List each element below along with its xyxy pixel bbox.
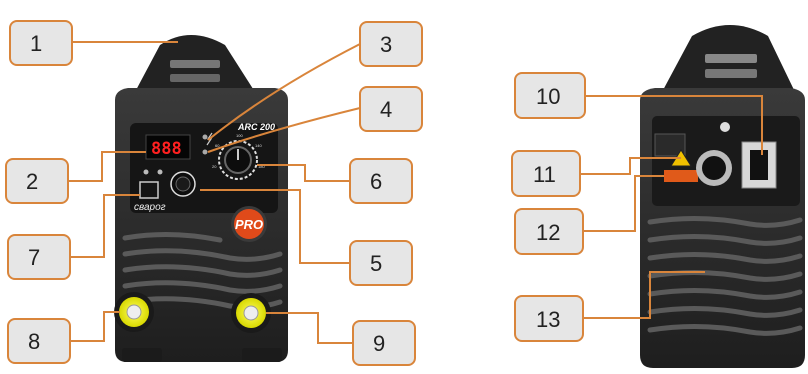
callout-number: 13: [536, 307, 560, 332]
callout-number: 1: [30, 31, 42, 56]
leader-line-6: [257, 164, 350, 182]
foot: [242, 348, 282, 362]
mode-button[interactable]: [139, 181, 159, 199]
power-indicator-led: [202, 134, 208, 140]
callout-number: 6: [370, 169, 382, 194]
power-cable-inlet: [702, 156, 726, 180]
rear-unit: [640, 25, 805, 368]
leader-line-3: [207, 43, 361, 141]
scale-mark: 60: [215, 143, 220, 148]
mode-led: [157, 169, 163, 175]
callout-number: 8: [28, 329, 40, 354]
power-switch-icon[interactable]: [750, 150, 768, 180]
callout-13: 13: [514, 295, 584, 342]
leader-line-5: [200, 189, 350, 264]
leader-line-8: [70, 311, 120, 342]
callout-number: 12: [536, 220, 560, 245]
leader-line-2: [68, 151, 146, 182]
callout-3: 3: [359, 21, 423, 67]
leader-lines: [68, 41, 763, 344]
callout-number: 2: [26, 169, 38, 194]
warning-label: [664, 170, 698, 182]
callout-number: 9: [373, 331, 385, 356]
foot: [122, 348, 162, 362]
pro-badge-label: PRO: [235, 217, 263, 232]
callout-12: 12: [514, 208, 584, 255]
handle-grip: [170, 60, 220, 68]
callout-1: 1: [9, 20, 73, 66]
callout-number: 10: [536, 84, 560, 109]
callout-8: 8: [7, 318, 71, 364]
handle-grip: [705, 54, 757, 63]
brand-label: сварог: [134, 202, 166, 213]
callout-number: 4: [380, 97, 392, 122]
callout-6: 6: [349, 158, 413, 204]
terminal-socket: [243, 305, 259, 321]
callout-5: 5: [349, 240, 413, 286]
pro-badge: [234, 209, 264, 239]
callout-number: 3: [380, 32, 392, 57]
callout-number: 11: [533, 162, 556, 187]
leader-line-10: [585, 95, 763, 155]
current-scale: [218, 140, 258, 180]
callout-2: 2: [5, 158, 69, 204]
vent-grille-icon: [647, 215, 803, 336]
callout-10: 10: [514, 72, 586, 119]
leader-line-4: [207, 107, 361, 153]
display-digits: 888: [151, 139, 182, 159]
scale-mark: 140: [255, 143, 262, 148]
scale-mark: 100: [236, 133, 243, 138]
callout-number: 7: [28, 245, 40, 270]
leader-line-12: [583, 175, 664, 232]
rating-plate: [654, 133, 686, 157]
scale-mark: 180: [258, 164, 265, 169]
callout-7: 7: [7, 234, 71, 280]
handle-grip: [705, 69, 757, 78]
model-label: ARC 200: [237, 122, 275, 132]
callout-number: 5: [370, 251, 382, 276]
vent-grille-icon: [122, 231, 283, 310]
overheat-indicator-led: [202, 149, 208, 155]
leader-line-9: [266, 312, 353, 344]
handle-grip: [170, 74, 220, 82]
terminal-socket: [126, 304, 142, 320]
ground-screw: [720, 122, 730, 132]
callout-4: 4: [359, 86, 423, 132]
scale-mark: 20: [212, 164, 217, 169]
front-unit: 888 ARC 200 20 60 100 140 180 сварог PRO: [114, 35, 288, 362]
leader-line-7: [70, 194, 140, 258]
arc-force-knob-cap: [175, 176, 191, 192]
callout-boxes: 1 2 3 4 5 6 7 8: [5, 20, 586, 366]
leader-line-11: [580, 157, 681, 175]
mode-led: [143, 169, 149, 175]
current-display: [145, 134, 191, 160]
callout-9: 9: [352, 320, 416, 366]
leader-line-13: [583, 271, 705, 319]
callout-11: 11: [511, 150, 581, 197]
